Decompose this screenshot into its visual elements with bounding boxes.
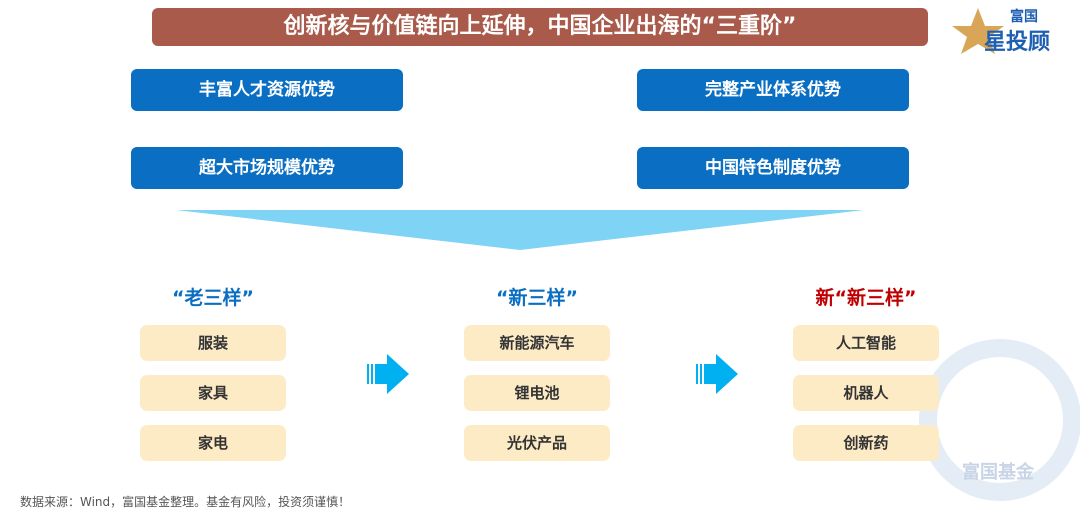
list-item: 光伏产品 <box>464 425 610 461</box>
list-item: 服装 <box>140 325 286 361</box>
logo-text-top: 富国 <box>1010 9 1038 25</box>
column-heading: “新三样” <box>496 287 578 309</box>
list-item: 新能源汽车 <box>464 325 610 361</box>
list-item: 家具 <box>140 375 286 411</box>
logo-text-main: 星投顾 <box>984 30 1051 55</box>
funnel-triangle <box>176 210 864 250</box>
advantage-box: 丰富人才资源优势 <box>131 69 403 111</box>
advantage-box: 完整产业体系优势 <box>637 69 909 111</box>
source-note: 数据来源：Wind，富国基金整理。基金有风险，投资须谨慎！ <box>20 495 351 509</box>
column-heading: 新“新三样” <box>815 287 917 309</box>
advantage-box: 超大市场规模优势 <box>131 147 403 189</box>
list-item: 人工智能 <box>793 325 939 361</box>
list-item: 创新药 <box>793 425 939 461</box>
arrow-right-icon <box>696 354 738 394</box>
list-item: 锂电池 <box>464 375 610 411</box>
watermark-text: 富国基金 <box>962 462 1034 483</box>
advantage-box: 中国特色制度优势 <box>637 147 909 189</box>
page-title: 创新核与价值链向上延伸，中国企业出海的“三重阶” <box>152 8 928 46</box>
watermark-emblem <box>919 339 1080 501</box>
star-icon <box>952 8 1004 54</box>
brand-logo: 富国 星投顾 <box>948 4 1078 56</box>
list-item: 家电 <box>140 425 286 461</box>
column-heading: “老三样” <box>172 287 254 309</box>
list-item: 机器人 <box>793 375 939 411</box>
arrow-right-icon <box>367 354 409 394</box>
